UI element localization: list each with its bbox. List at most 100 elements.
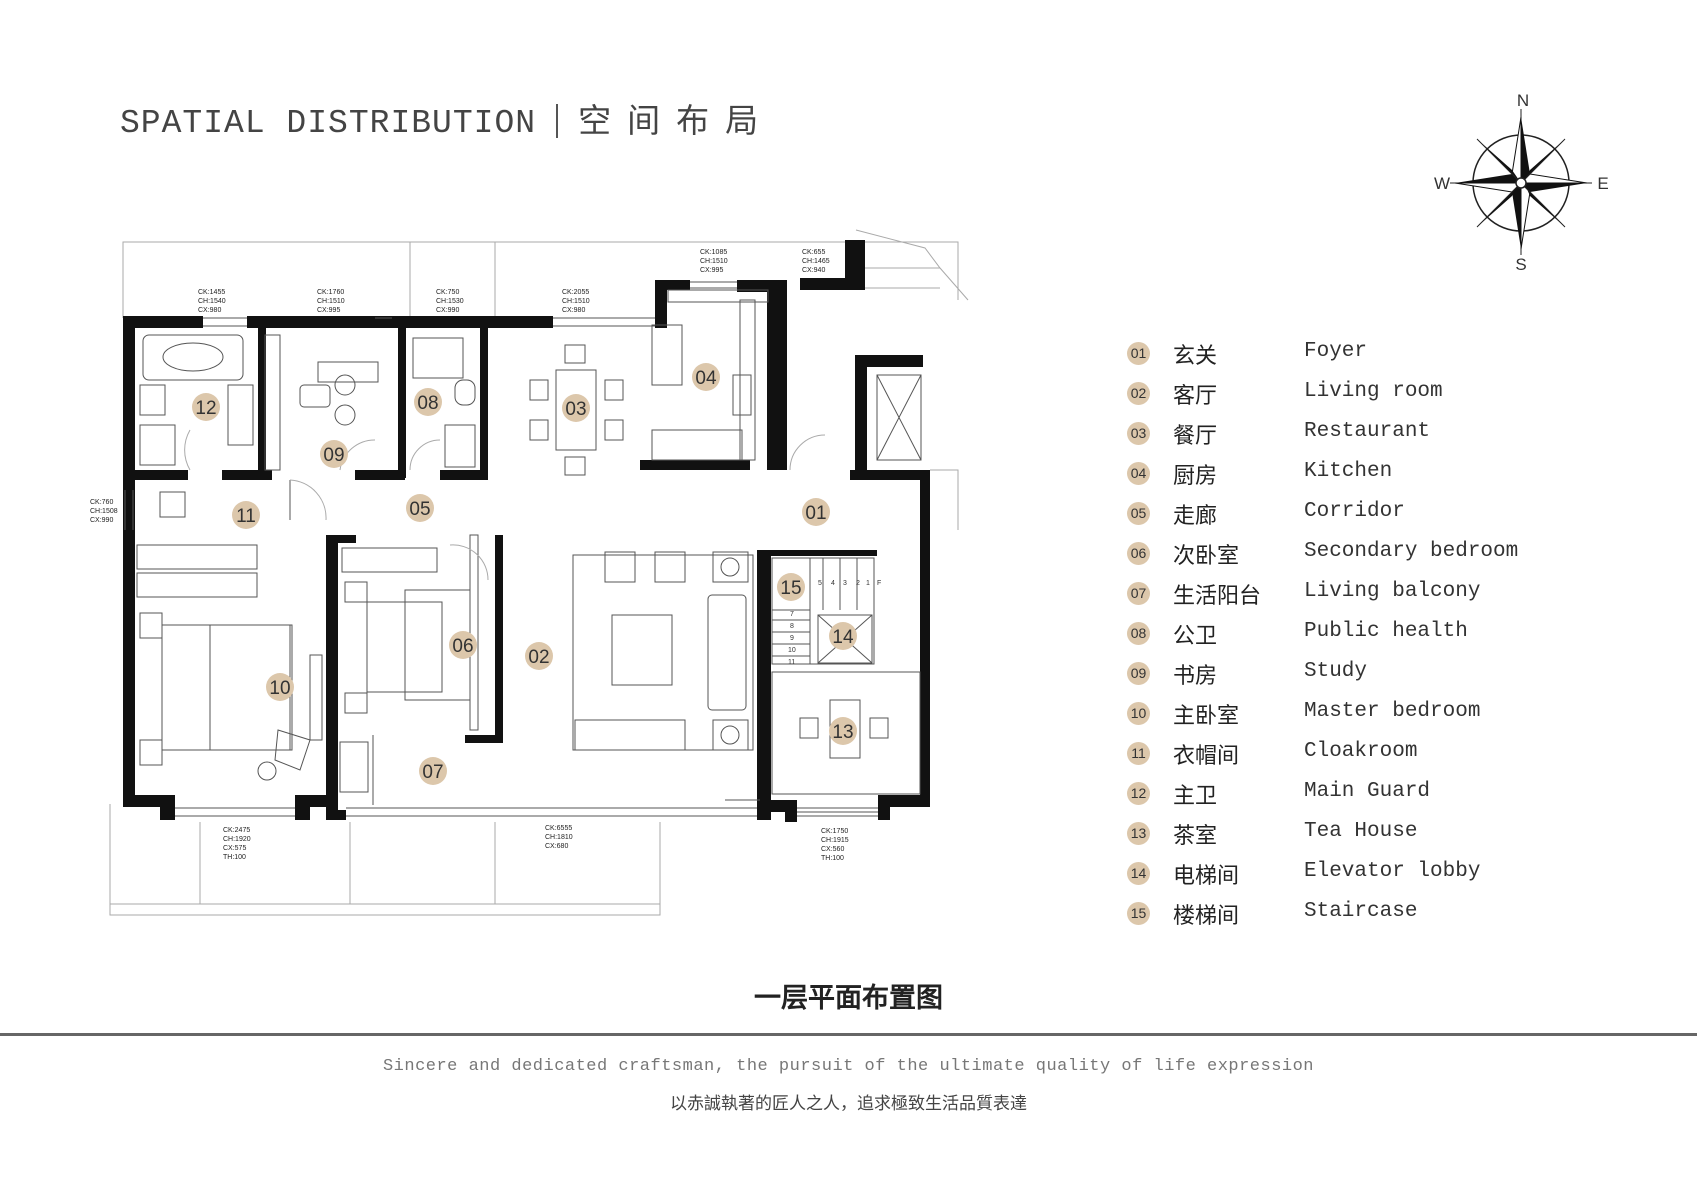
- legend-cn: 公卫: [1173, 624, 1218, 649]
- stair-num: 4: [831, 580, 835, 587]
- legend-cn: 厨房: [1173, 464, 1218, 489]
- stair-num: 8: [790, 623, 794, 630]
- dim-line: CH:1540: [198, 298, 226, 305]
- legend-cn: 茶室: [1173, 824, 1218, 849]
- dim-line: CK:2055: [562, 289, 589, 296]
- dim-line: CX:940: [802, 267, 825, 274]
- dim-line: CH:1465: [802, 258, 830, 265]
- legend-item: 10 主卧室 Master bedroom: [1127, 698, 1627, 738]
- dim-line: CH:1510: [562, 298, 590, 305]
- stair-num: 1: [866, 580, 870, 587]
- dim-line: CX:980: [562, 307, 585, 314]
- room-label-15: 15: [780, 578, 801, 599]
- footer-divider: [0, 1033, 1697, 1036]
- legend-cn: 书房: [1173, 664, 1218, 689]
- stair-num: 9: [790, 635, 794, 642]
- legend-en: Restaurant: [1304, 420, 1431, 443]
- legend-item: 03 餐厅 Restaurant: [1127, 418, 1627, 458]
- dim-line: CK:2475: [223, 827, 250, 834]
- windows: [124, 281, 878, 817]
- legend-en: Study: [1304, 660, 1368, 683]
- legend-en: Corridor: [1304, 500, 1405, 523]
- dim-line: CX:990: [436, 307, 459, 314]
- room-label-14: 14: [832, 627, 854, 648]
- dim-line: CX:680: [545, 843, 568, 850]
- legend-number: 10: [1127, 702, 1150, 725]
- legend-number: 13: [1127, 822, 1150, 845]
- stair-numbers: 5 4 3 2 1 F 7 8 9 10 11: [788, 580, 881, 666]
- legend-cn: 次卧室: [1173, 544, 1240, 569]
- stair-num: 10: [788, 647, 796, 654]
- legend-cn: 衣帽间: [1173, 744, 1240, 769]
- dim-line: CK:6555: [545, 825, 572, 832]
- tagline-en: Sincere and dedicated craftsman, the pur…: [382, 1057, 1315, 1076]
- dim-line: CX:990: [90, 517, 113, 524]
- legend-number: 12: [1127, 782, 1150, 805]
- legend-number: 03: [1127, 422, 1150, 445]
- compass-rose: [1450, 109, 1592, 255]
- legend-en: Living balcony: [1304, 580, 1481, 603]
- dim-line: CK:1760: [317, 289, 344, 296]
- legend-en: Master bedroom: [1304, 700, 1481, 723]
- stair-num: 7: [790, 611, 794, 618]
- header-title-cn: 空间布局: [578, 101, 775, 140]
- dim-line: CX:560: [821, 846, 844, 853]
- room-label-03: 03: [565, 399, 586, 420]
- legend-number: 11: [1127, 742, 1150, 765]
- legend-cn: 主卫: [1173, 784, 1218, 809]
- legend-en: Staircase: [1304, 900, 1418, 923]
- legend-en: Living room: [1304, 380, 1443, 403]
- stair-num: 11: [788, 659, 795, 666]
- compass-w: W: [1434, 174, 1450, 193]
- legend-number: 04: [1127, 462, 1150, 485]
- legend-cn: 走廊: [1173, 504, 1218, 529]
- plan-caption: 一层平面布置图: [754, 983, 943, 1014]
- legend-cn: 楼梯间: [1173, 904, 1240, 929]
- dim-line: CH:1915: [821, 837, 849, 844]
- dim-line: CH:1530: [436, 298, 464, 305]
- room-label-10: 10: [269, 678, 290, 699]
- legend-number: 08: [1127, 622, 1150, 645]
- legend-number: 15: [1127, 902, 1150, 925]
- tagline-cn: 以赤誠執著的匠人之人，追求極致生活品質表達: [670, 1094, 1027, 1114]
- legend-cn: 电梯间: [1173, 864, 1240, 889]
- legend-en: Elevator lobby: [1304, 860, 1481, 883]
- legend-en: Tea House: [1304, 820, 1418, 843]
- legend-cn: 餐厅: [1173, 424, 1218, 449]
- legend-item: 04 厨房 Kitchen: [1127, 458, 1627, 498]
- dim-line: CK:1085: [700, 249, 727, 256]
- legend-number: 05: [1127, 502, 1150, 525]
- room-label-04: 04: [695, 368, 717, 389]
- legend-cn: 客厅: [1173, 384, 1218, 409]
- room-label-12: 12: [195, 398, 216, 419]
- legend-number: 01: [1127, 342, 1150, 365]
- dim-line: CK:760: [90, 499, 113, 506]
- dim-line: CX:995: [700, 267, 723, 274]
- dim-line: CX:575: [223, 845, 246, 852]
- legend-en: Kitchen: [1304, 460, 1393, 483]
- legend-cn: 主卧室: [1173, 704, 1240, 729]
- legend-number: 07: [1127, 582, 1150, 605]
- dim-line: CX:995: [317, 307, 340, 314]
- room-label-11: 11: [236, 506, 256, 527]
- header-title-en: SPATIAL DISTRIBUTION: [120, 105, 537, 142]
- room-markers: 01 02 03 04 05 06 07 08 09 10 11 12 13 1…: [192, 363, 857, 785]
